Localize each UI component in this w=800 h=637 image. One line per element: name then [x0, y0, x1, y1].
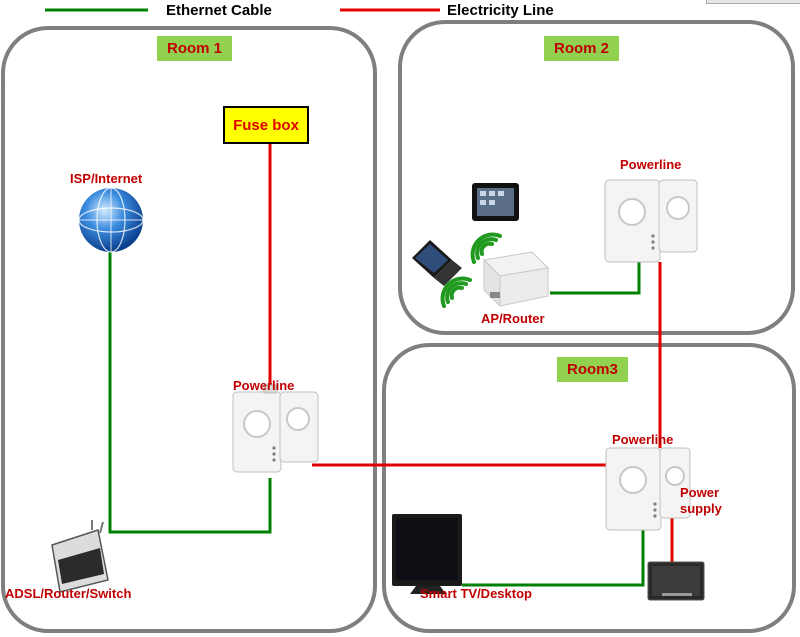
adsl-router-icon [51, 520, 109, 593]
fuse-box: Fuse box [223, 106, 309, 144]
powerline-room1-label: Powerline [233, 378, 295, 393]
ethernet-ap-to-powerline2 [550, 262, 641, 295]
powerline-room3-label: Powerline [612, 432, 674, 447]
room1-label: Room 1 [157, 36, 233, 61]
legend-electricity-label: Electricity Line [447, 2, 554, 19]
room3-outline [382, 343, 796, 633]
powerline-room2-label: Powerline [620, 157, 682, 172]
laptop-icon [412, 240, 462, 286]
wifi-signal-icon-2 [440, 276, 472, 308]
room2-label: Room 2 [544, 36, 620, 61]
ethernet-isp-to-adsl-to-powerline1 [108, 252, 272, 534]
tablet-icon [472, 183, 519, 221]
adsl-label: ADSL/Router/Switch [5, 586, 132, 601]
powerline-adapter-room3-icon [605, 447, 691, 531]
window-corner-decoration [706, 0, 800, 4]
powerline-adapter-room1-icon [232, 384, 319, 473]
desktop-monitor-icon [647, 561, 705, 601]
globe-icon [78, 187, 144, 253]
ap-router-icon [482, 251, 550, 308]
legend-ethernet-label: Ethernet Cable [166, 2, 272, 19]
ap-router-label: AP/Router [481, 311, 545, 326]
room1-outline [1, 26, 377, 633]
wifi-signal-icon [470, 232, 502, 264]
smart-tv-label: Smart TV/Desktop [420, 586, 532, 601]
power-supply-label: Power supply [680, 485, 722, 516]
ethernet-powerline3-to-tv [462, 530, 645, 587]
powerline-adapter-room2-icon [604, 179, 698, 263]
isp-label: ISP/Internet [70, 171, 143, 186]
room3-label: Room3 [557, 357, 628, 382]
room2-outline [398, 20, 795, 335]
smart-tv-icon [392, 514, 462, 594]
